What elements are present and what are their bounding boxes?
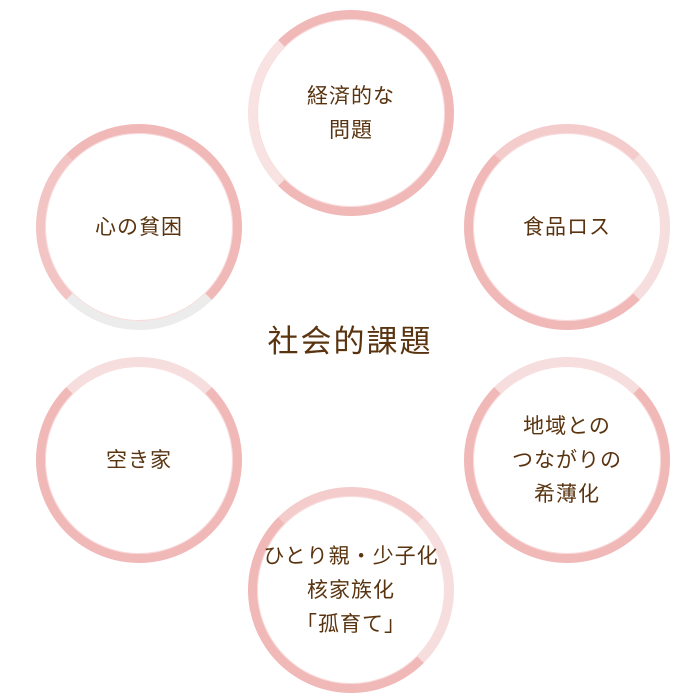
node-food-loss-label: 食品ロス <box>523 215 611 239</box>
node-vacant-houses: 空き家 <box>36 357 242 563</box>
node-weak-community-ties: 地域との つながりの 希薄化 <box>464 357 670 563</box>
node-weak-community-ties-label: 地域との つながりの 希薄化 <box>512 414 622 506</box>
node-economic-problems: 経済的な 問題 <box>248 10 454 216</box>
node-economic-problems-label: 経済的な 問題 <box>307 84 395 142</box>
node-food-loss: 食品ロス <box>464 124 670 330</box>
node-poverty-of-heart-label: 心の貧困 <box>95 215 183 239</box>
node-single-parent-low-birthrate: ひとり親・少子化 核家族化 「孤育て」 <box>248 487 454 693</box>
center-title: 社会的課題 <box>267 324 433 360</box>
node-single-parent-low-birthrate-label: ひとり親・少子化 核家族化 「孤育て」 <box>263 544 439 636</box>
node-poverty-of-heart: 心の貧困 <box>36 124 242 330</box>
node-vacant-houses-label: 空き家 <box>106 448 172 472</box>
